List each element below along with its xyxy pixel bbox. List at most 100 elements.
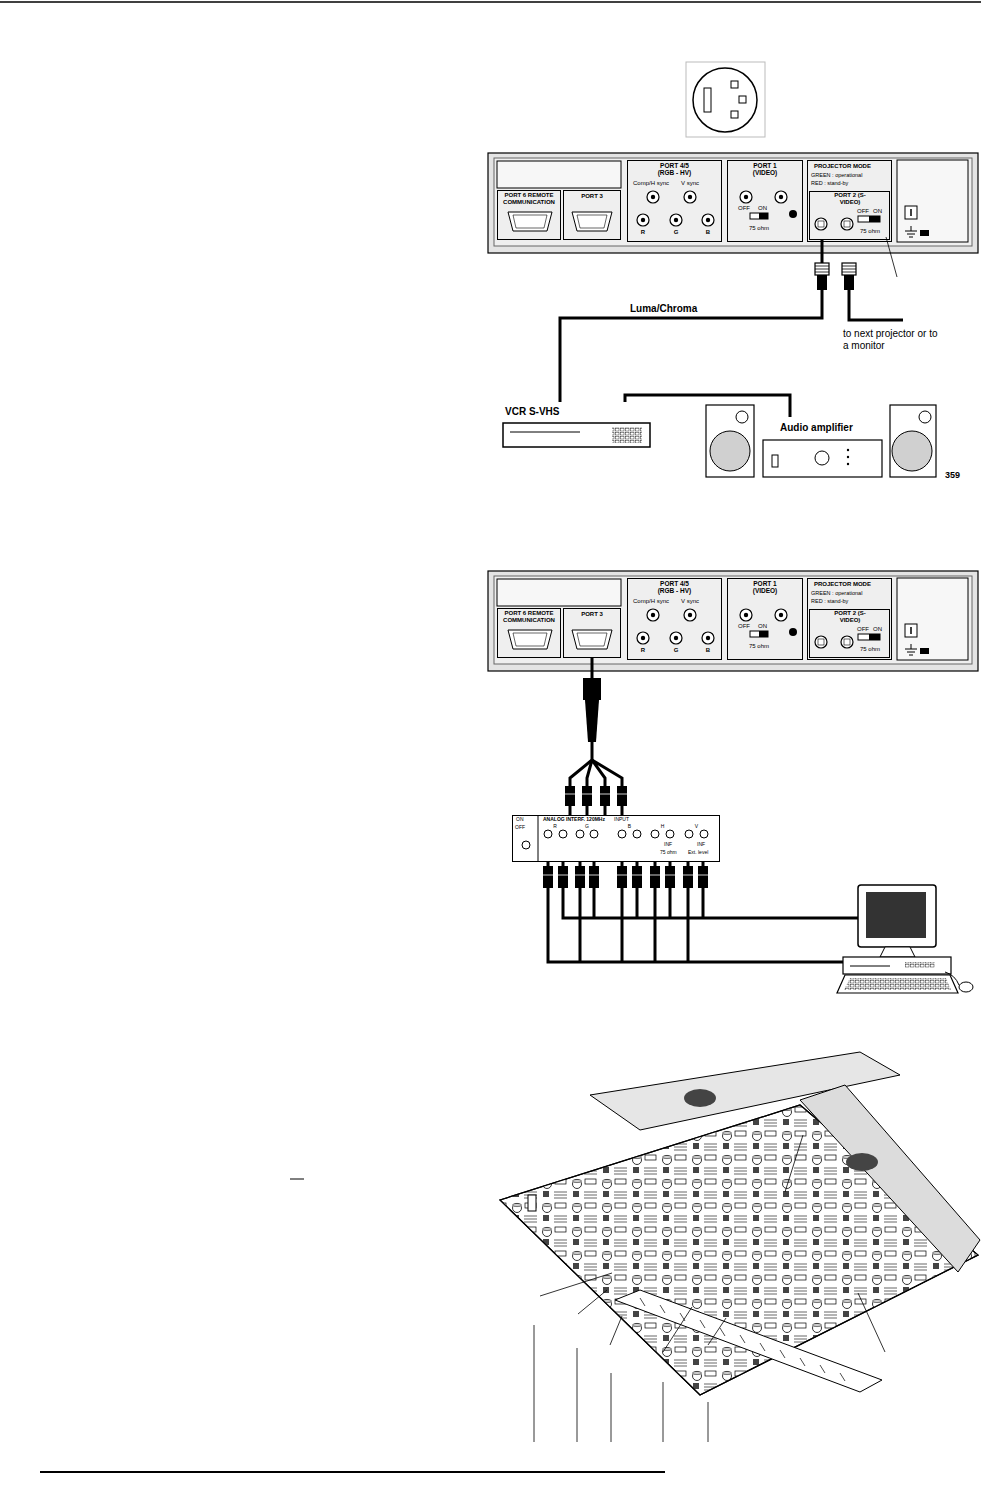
vcr [510,432,580,433]
interface-box-text: INF [697,842,705,848]
port-box: PORT 1 (VIDEO)OFFON75 ohm [727,160,803,242]
interface-box [559,830,567,838]
interface-box [618,830,626,838]
device-label-text: VCR S-VHS [505,406,559,418]
leader-line [540,1273,612,1296]
computer [866,892,926,938]
projector-panel [497,161,621,188]
interface-box [522,841,530,849]
projector-panel [508,212,552,231]
s-video-plug [815,263,856,290]
port-box-text: G [674,647,679,654]
projector-panel [674,218,678,222]
projector-panel [910,209,912,216]
mode-box-text: GREEN : operational [811,590,862,596]
leader-line [611,1373,612,1442]
computer [959,982,973,992]
port-box-text: PORT 2 (S-VIDEO) [829,610,871,624]
port-box-text: PORT 6 REMOTE COMMUNICATION [498,610,560,624]
mode-box: PROJECTOR MODEGREEN : operationalRED : s… [807,578,892,660]
port-box-text: G [674,229,679,236]
interface-box-text: R [553,824,557,830]
note-label: to next projector or to a monitor [843,328,938,351]
interface-box [633,830,641,838]
port-box-text: OFF [857,626,869,633]
device-label: VCR S-VHS [503,402,651,448]
projector-panel [759,213,768,219]
circuit-board [846,1153,878,1171]
projector-panel [637,214,649,226]
leader-line [708,1402,709,1442]
computer [880,947,915,957]
bnc-plug [582,786,592,806]
computer [837,975,958,993]
interface-box [576,830,584,838]
audio-amplifier [772,455,778,467]
speaker [736,411,748,423]
mode-box: PROJECTOR MODEGREEN : operationalRED : s… [807,160,892,242]
cable [560,240,822,402]
projector-panel [684,191,696,203]
d-sub-plug [585,700,599,742]
projector-panel [905,226,917,237]
leader-line [785,1135,803,1192]
speaker [706,405,936,477]
speaker [892,431,932,471]
projector-panel [641,218,645,222]
interface-box [538,815,539,862]
leader-line [858,1293,885,1352]
port-box-text: PORT 4/5 (RGB - HV) [652,162,697,177]
projector-panel [513,215,547,228]
projector-panel [740,191,752,203]
circuit-board [500,1052,980,1395]
port-box: PORT 4/5 (RGB - HV)Comp/H syncV syncRGB [627,578,722,660]
interface-box-text: H [661,824,665,830]
port-box-text: ON [873,208,882,215]
interface-box-text: ON [516,817,524,823]
port-box-text: PORT 4/5 (RGB - HV) [652,580,697,595]
leader-line [886,237,897,277]
port-box-text: OFF [857,208,869,215]
connector-pinout-icon [704,88,711,112]
interface-box-text: G [585,824,589,830]
port-box: PORT 3 [563,190,621,240]
bnc-plug [617,786,627,806]
mode-box-text: PROJECTOR MODE [814,163,871,170]
projector-panel [841,218,853,230]
port-box: PORT 6 REMOTE COMMUNICATION [497,190,561,240]
bnc-plug [543,786,708,888]
projector-panel [920,230,929,236]
bnc-plug [600,786,610,806]
speaker [919,411,931,423]
speaker [710,431,750,471]
interface-box-text: ANALOG INTERF. 120MHz [543,817,605,823]
computer [844,978,951,990]
bnc-plug [617,866,627,888]
bnc-plug [543,794,708,875]
vcr [503,423,650,447]
cable [625,395,790,417]
interface-box [651,830,659,838]
projector-panel [858,216,880,222]
circuit-board [528,1195,536,1211]
port-box-text: Comp/H sync [633,180,669,187]
projector-panel [897,160,968,242]
cable-label: Luma/Chroma [628,303,699,315]
figure-number: 359 [945,470,960,480]
cable [849,290,903,320]
computer [905,962,935,968]
projector-panel [572,212,612,231]
bnc-plug [650,866,660,888]
port-box-text: 75 ohm [749,643,769,650]
projector-panel [637,191,853,230]
port-box-text: R [641,647,645,654]
connector-pinout-icon [731,81,738,88]
leader-line [663,1307,692,1352]
audio-amplifier [763,440,882,477]
projector-panel [775,191,787,203]
circuit-board [615,1290,882,1392]
